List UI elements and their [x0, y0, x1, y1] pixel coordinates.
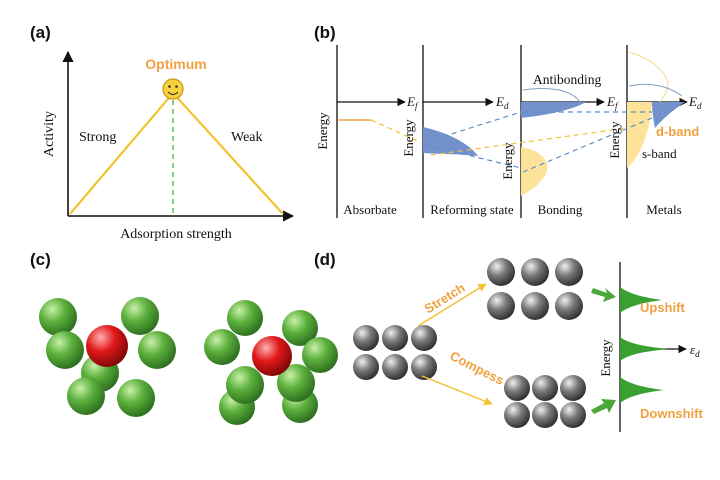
activity-axis-label: Activity [42, 111, 57, 157]
grey-sphere [521, 258, 549, 286]
bonding-label: Bonding [538, 202, 583, 217]
d-band-label: d-band [656, 124, 699, 139]
lattice-center [353, 325, 437, 380]
compress-label: Compess [448, 348, 507, 388]
stretch-label: Stretch [422, 280, 468, 316]
optimum-label: Optimum [145, 56, 206, 72]
grey-sphere [411, 354, 437, 380]
compress-arrow [421, 375, 493, 406]
panel-d-label: (d) [314, 250, 336, 269]
panel-a-label: (a) [30, 23, 51, 42]
ef-label-1: Ef [406, 94, 419, 111]
volcano-curve [69, 91, 284, 215]
grey-sphere [353, 325, 379, 351]
energy-label-3: Energy [500, 142, 515, 180]
ed-label-1: Ed [495, 94, 509, 111]
center-peak [620, 337, 668, 361]
grey-sphere [521, 292, 549, 320]
downshift-label: Downshift [640, 406, 703, 421]
grey-sphere [560, 375, 586, 401]
downshift-peak [620, 377, 664, 403]
s-band-upper-curve [628, 51, 669, 103]
antibonding-blue-band [521, 102, 586, 118]
green-sphere [227, 300, 263, 336]
green-sphere [282, 310, 318, 346]
stretch-arrow [417, 283, 487, 327]
panel-c-label: (c) [30, 250, 51, 269]
red-sphere [86, 325, 128, 367]
grey-sphere [555, 258, 583, 286]
absorbate-label: Absorbate [343, 202, 397, 217]
dash-reforming-to-antibonding [425, 111, 522, 143]
dash-sband-to-bonding [430, 127, 628, 156]
green-sphere [302, 337, 338, 373]
panel-d-ed-label: εd [690, 342, 700, 359]
d-band-blue [652, 102, 685, 128]
green-sphere [67, 377, 105, 415]
ef-label-2: Ef [606, 94, 619, 111]
panel-b-label: (b) [314, 23, 336, 42]
panel-b: (b) Ef Ed Ef Ed [314, 23, 702, 218]
s-band-yellow [627, 102, 652, 168]
metals-label: Metals [646, 202, 681, 217]
energy-label-1: Energy [315, 112, 330, 150]
grey-sphere [555, 292, 583, 320]
ed-label-2: Ed [688, 94, 702, 111]
grey-sphere [382, 354, 408, 380]
green-sphere [277, 364, 315, 402]
grey-sphere [532, 375, 558, 401]
energy-label-4: Energy [607, 121, 622, 159]
green-sphere [117, 379, 155, 417]
cluster-right [204, 300, 338, 425]
upshift-peak [620, 287, 662, 313]
panel-c: (c) [30, 250, 338, 425]
bonding-yellow-band [521, 147, 548, 196]
strong-label: Strong [79, 130, 116, 145]
green-sphere [204, 329, 240, 365]
grey-sphere [353, 354, 379, 380]
green-sphere [46, 331, 84, 369]
cluster-left [39, 297, 176, 417]
red-sphere [252, 336, 292, 376]
grey-sphere [532, 402, 558, 428]
weak-label: Weak [231, 130, 263, 145]
antibonding-thin-curve [522, 88, 581, 103]
reforming-blue-band [423, 127, 478, 156]
grey-sphere [504, 375, 530, 401]
smiley-face-icon [162, 78, 184, 100]
antibonding-label: Antibonding [533, 72, 602, 87]
green-sphere [226, 366, 264, 404]
green-sphere [39, 298, 77, 336]
upshift-label: Upshift [640, 300, 685, 315]
panel-d: (d) S [314, 250, 703, 432]
lattice-stretched [487, 258, 583, 320]
panel-d-energy-label: Energy [598, 339, 613, 377]
adsorption-axis-label: Adsorption strength [120, 227, 232, 242]
grey-sphere [487, 258, 515, 286]
panel-a: (a) Optimum Activity Adsorption strength… [30, 23, 295, 242]
dash-reforming-to-bonding [425, 144, 522, 169]
grey-sphere [504, 402, 530, 428]
green-sphere [121, 297, 159, 335]
grey-sphere [411, 325, 437, 351]
d-band-upper-curve [628, 83, 683, 97]
energy-label-2: Energy [401, 119, 416, 157]
upshift-green-arrow [591, 288, 616, 302]
grey-sphere [487, 292, 515, 320]
s-band-label: s-band [642, 146, 677, 161]
downshift-green-arrow [591, 399, 616, 414]
lattice-compressed [504, 375, 586, 428]
grey-sphere [382, 325, 408, 351]
green-sphere [138, 331, 176, 369]
reforming-state-label: Reforming state [430, 202, 514, 217]
grey-sphere [560, 402, 586, 428]
